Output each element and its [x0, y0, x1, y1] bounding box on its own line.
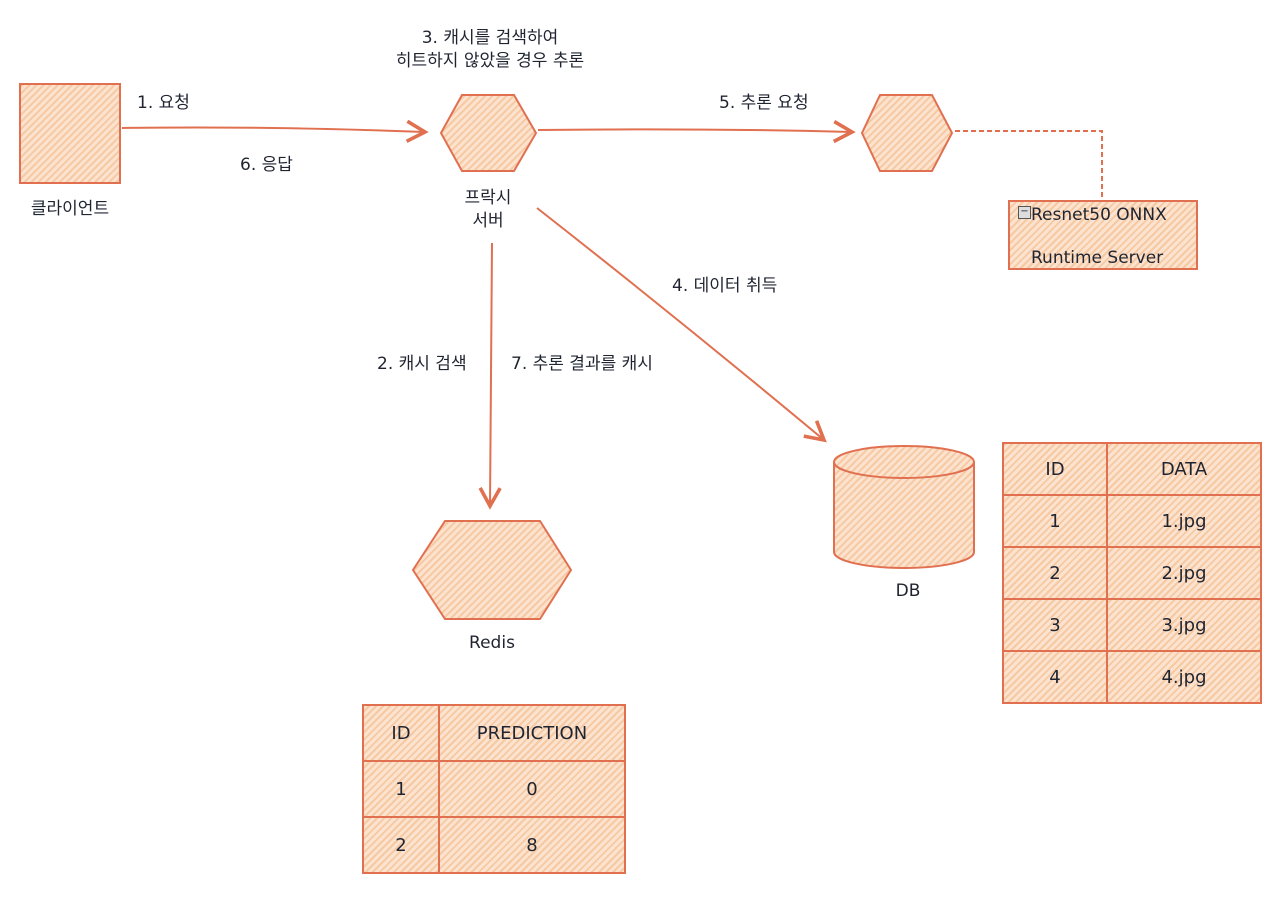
edge-cache-search: [478, 242, 502, 510]
redis-label: Redis: [469, 633, 515, 653]
runtime-server-node: [1008, 200, 1198, 270]
inference-node: [860, 94, 954, 172]
edge-runtime-link: [955, 130, 1103, 200]
redis-cell-prediction: 0: [438, 760, 626, 818]
edge-label-cache-search: 2. 캐시 검색: [377, 354, 467, 374]
edge-label-cache-lookup-line1: 3. 캐시를 검색하여: [421, 28, 559, 48]
db-cell-data: 2.jpg: [1106, 546, 1262, 600]
redis-header-prediction: PREDICTION: [438, 704, 626, 762]
db-table-header: ID DATA: [1002, 442, 1262, 496]
edge-label-cache-result: 7. 추론 결과를 캐시: [511, 354, 653, 374]
redis-cell-id: 2: [362, 816, 440, 874]
edge-infer-request: [537, 119, 856, 144]
db-label: DB: [895, 581, 921, 601]
edge-fetch-data: [536, 207, 827, 443]
redis-header-id: ID: [362, 704, 440, 762]
table-row: 1 1.jpg: [1002, 494, 1262, 548]
redis-cell-id: 1: [362, 760, 440, 818]
redis-table: ID PREDICTION 1 0 2 8: [362, 704, 626, 874]
proxy-label-line2: 서버: [472, 211, 504, 231]
db-cell-id: 1: [1002, 494, 1108, 548]
db-cell-id: 2: [1002, 546, 1108, 600]
client-label: 클라이언트: [30, 199, 110, 219]
edge-request: [121, 119, 429, 143]
table-row: 4 4.jpg: [1002, 650, 1262, 704]
redis-cell-prediction: 8: [438, 816, 626, 874]
db-cell-data: 3.jpg: [1106, 598, 1262, 652]
db-cell-id: 3: [1002, 598, 1108, 652]
db-header-data: DATA: [1106, 442, 1262, 496]
proxy-label-line1: 프락시: [464, 188, 512, 208]
db-cell-data: 1.jpg: [1106, 494, 1262, 548]
runtime-label-line1: Resnet50 ONNX: [1031, 205, 1167, 225]
edge-label-request: 1. 요청: [137, 93, 190, 113]
db-node: [833, 445, 975, 569]
proxy-node: [439, 94, 538, 172]
table-row: 2 8: [362, 816, 626, 874]
edge-label-cache-lookup-line2: 히트하지 않았을 경우 추론: [395, 51, 585, 71]
redis-node: [411, 520, 573, 620]
db-cell-id: 4: [1002, 650, 1108, 704]
client-node: [19, 83, 121, 184]
redis-table-header: ID PREDICTION: [362, 704, 626, 762]
table-row: 3 3.jpg: [1002, 598, 1262, 652]
db-header-id: ID: [1002, 442, 1108, 496]
edge-label-infer-request: 5. 추론 요청: [719, 93, 809, 113]
runtime-label-line2: Runtime Server: [1031, 248, 1164, 268]
edge-label-response: 6. 응답: [240, 155, 293, 175]
table-row: 2 2.jpg: [1002, 546, 1262, 600]
db-cell-data: 4.jpg: [1106, 650, 1262, 704]
db-table: ID DATA 1 1.jpg 2 2.jpg 3 3.jpg 4 4.jpg: [1002, 442, 1262, 704]
edge-label-fetch-data: 4. 데이터 취득: [672, 276, 778, 296]
table-row: 1 0: [362, 760, 626, 818]
runtime-collapse-icon[interactable]: −: [1018, 206, 1031, 219]
